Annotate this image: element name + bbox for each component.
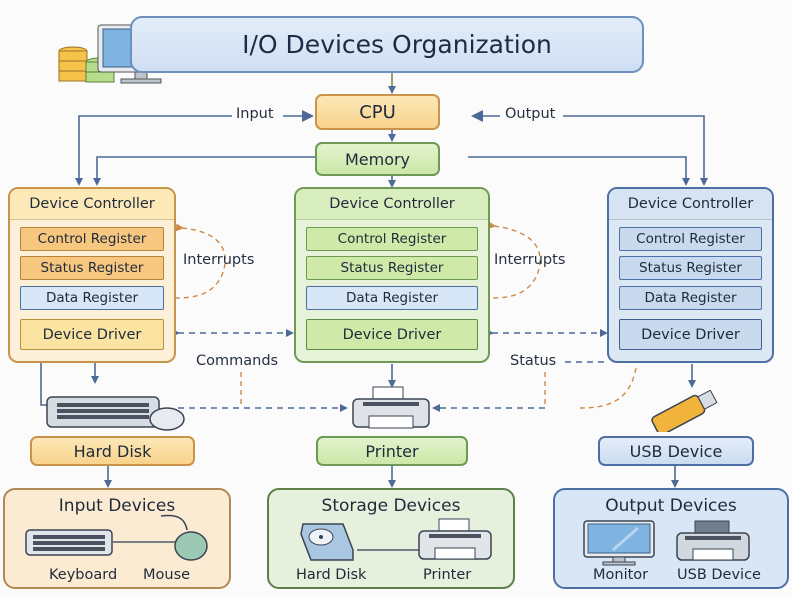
usb-device-box[interactable]: USB Device bbox=[598, 436, 754, 466]
item-monitor: Monitor bbox=[593, 567, 649, 583]
data-register[interactable]: Data Register bbox=[619, 286, 762, 310]
item-hard-disk: Hard Disk bbox=[296, 567, 367, 583]
controller-title: Device Controller bbox=[10, 189, 174, 220]
input-line bbox=[75, 115, 232, 186]
commands-label: Commands bbox=[196, 353, 279, 369]
device-driver[interactable]: Device Driver bbox=[619, 319, 762, 350]
page-title: I/O Devices Organization bbox=[130, 16, 644, 73]
status-register[interactable]: Status Register bbox=[20, 256, 164, 280]
status-register[interactable]: Status Register bbox=[619, 256, 762, 280]
controller-title: Device Controller bbox=[609, 189, 772, 220]
interrupts-label-1: Interrupts bbox=[183, 252, 255, 268]
output-flow-label: Output bbox=[505, 106, 556, 122]
hard-disk-icon bbox=[300, 523, 354, 561]
group-title: Storage Devices bbox=[321, 496, 461, 516]
controller-title: Device Controller bbox=[296, 189, 488, 220]
device-controller-3[interactable]: Device Controller Control Register Statu… bbox=[607, 187, 774, 363]
printer-icon bbox=[418, 518, 492, 560]
status-register[interactable]: Status Register bbox=[306, 256, 478, 280]
data-register[interactable]: Data Register bbox=[306, 286, 478, 310]
printer-box[interactable]: Printer bbox=[316, 436, 468, 466]
printer-icon bbox=[351, 386, 431, 432]
interrupts-label-2: Interrupts bbox=[494, 252, 566, 268]
device-label: USB Device bbox=[629, 441, 723, 461]
connector-line bbox=[113, 541, 179, 543]
usb-drive-icon bbox=[645, 389, 723, 436]
item-usb-device: USB Device bbox=[677, 567, 761, 583]
cpu-label: CPU bbox=[359, 101, 396, 123]
memory-label: Memory bbox=[344, 149, 411, 169]
control-register[interactable]: Control Register bbox=[619, 227, 762, 251]
device-controller-2[interactable]: Device Controller Control Register Statu… bbox=[294, 187, 490, 363]
connector-line bbox=[357, 549, 429, 551]
cpu-box[interactable]: CPU bbox=[315, 94, 440, 130]
device-controller-1[interactable]: Device Controller Control Register Statu… bbox=[8, 187, 176, 363]
item-keyboard: Keyboard bbox=[49, 567, 118, 583]
status-curve bbox=[579, 367, 637, 409]
group-title: Output Devices bbox=[605, 496, 737, 516]
item-printer: Printer bbox=[423, 567, 472, 583]
output-line bbox=[563, 115, 708, 186]
input-flow-label: Input bbox=[236, 106, 274, 122]
memory-to-controller1-line bbox=[93, 156, 315, 186]
mouse-icon bbox=[160, 514, 208, 561]
data-register[interactable]: Data Register bbox=[20, 286, 164, 310]
interrupt-loop-2 bbox=[487, 221, 541, 299]
status-label: Status bbox=[510, 353, 557, 369]
control-register[interactable]: Control Register bbox=[306, 227, 478, 251]
memory-box[interactable]: Memory bbox=[315, 142, 440, 176]
input-devices-group[interactable]: Input Devices Keyboard Mouse bbox=[3, 488, 231, 589]
device-label: Hard Disk bbox=[73, 441, 152, 461]
device-driver[interactable]: Device Driver bbox=[20, 319, 164, 350]
storage-devices-group[interactable]: Storage Devices Hard Disk Printer bbox=[267, 488, 515, 589]
keyboard-icon bbox=[25, 529, 113, 556]
printer-icon bbox=[676, 520, 750, 561]
hard-disk-box[interactable]: Hard Disk bbox=[30, 436, 195, 466]
interrupt-loop-1 bbox=[175, 223, 226, 299]
item-mouse: Mouse bbox=[143, 567, 191, 583]
device-driver[interactable]: Device Driver bbox=[306, 319, 478, 350]
memory-to-controller3-line bbox=[468, 156, 690, 186]
device-label: Printer bbox=[365, 441, 419, 461]
monitor-icon bbox=[583, 520, 655, 566]
keyboard-mouse-icon bbox=[45, 393, 185, 433]
group-title: Input Devices bbox=[58, 496, 176, 516]
output-devices-group[interactable]: Output Devices Monitor USB Device bbox=[553, 488, 789, 589]
control-register[interactable]: Control Register bbox=[20, 227, 164, 251]
